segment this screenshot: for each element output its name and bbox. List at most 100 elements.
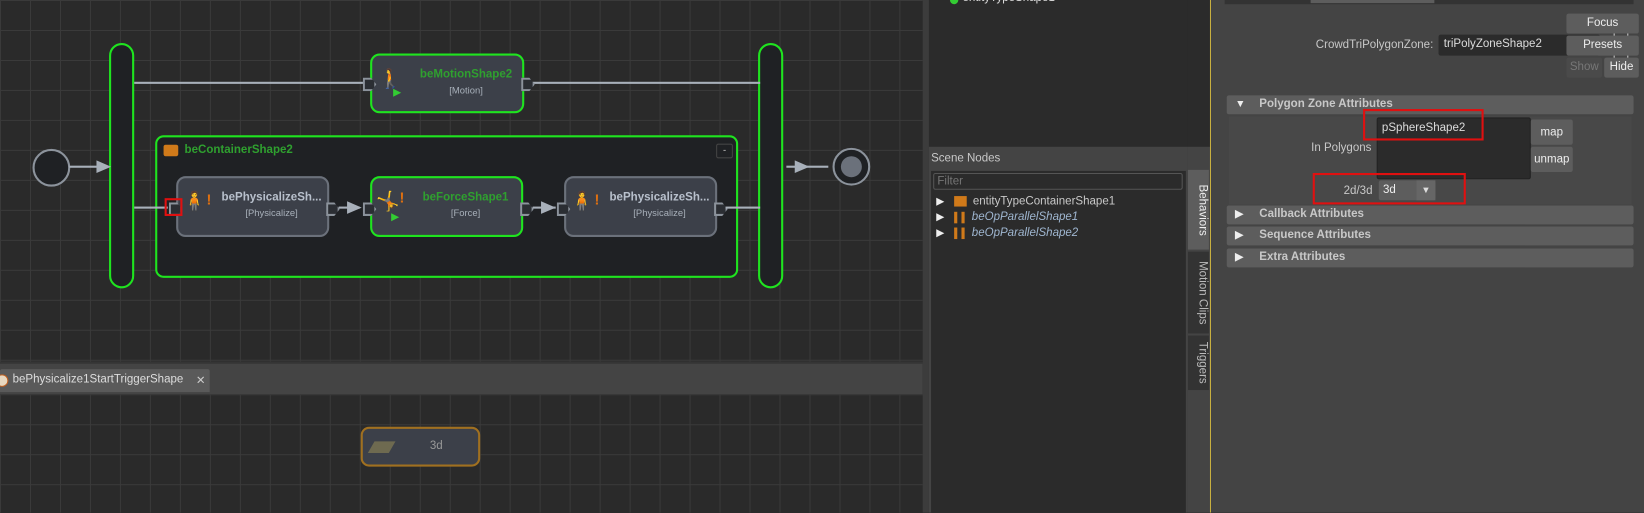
close-icon[interactable]: ✕ [195,374,206,387]
expand-icon: ▶ [1235,251,1244,264]
mode-label: 2d/3d [1343,184,1373,198]
physicalize-node[interactable]: 🧍 ! bePhysicalizeSh... [Physicalize] [176,176,330,237]
physicalize-icon: 🧍 [182,190,206,212]
start-node[interactable] [32,148,71,187]
unmap-button[interactable]: unmap [1530,146,1573,172]
section-sequence[interactable]: ▶ Sequence Attributes [1226,226,1634,246]
output-port[interactable] [714,202,728,216]
motion-node[interactable]: 🚶 ▶ beMotionShape2 [Motion] [370,53,525,114]
node-title: beForceShape1 [422,190,509,204]
scene-nodes-panel: Scene Nodes [928,146,1188,513]
arrow [96,160,112,174]
play-icon: ▶ [393,87,402,99]
force-node[interactable]: 🤸 ! ▶ beForceShape1 [Force] [370,176,524,237]
output-port[interactable] [521,77,535,92]
trigger-tab[interactable]: bePhysicalize1StartTriggerShape ✕ [0,369,210,393]
tab-behaviors[interactable]: Behaviors [1187,169,1209,250]
entity-icon [949,0,959,5]
outliner-panel: entityTypeShape1 [928,0,1188,147]
parallel-end-bar[interactable] [758,42,784,289]
expand-icon[interactable]: ▶ [936,196,945,208]
chevron-down-icon: ▼ [1416,180,1436,201]
tree-item[interactable]: ▶ beOpParallelShape2 [936,226,1078,242]
collapse-icon: ▼ [1235,98,1246,111]
force-icon: 🤸 [376,190,400,212]
node-title: bePhysicalizeSh... [609,190,710,204]
outliner-item[interactable]: entityTypeShape1 [963,0,1055,4]
filter-input[interactable] [933,173,1183,190]
container-title: beContainerShape2 [184,143,293,157]
section-extra[interactable]: ▶ Extra Attributes [1226,248,1634,268]
node-type: [Physicalize] [245,207,298,219]
panel-divider[interactable] [922,0,929,513]
expand-icon[interactable]: ▶ [936,211,945,224]
expand-icon: ▶ [1235,229,1244,242]
tab-motion-clips[interactable]: Motion Clips [1187,251,1209,334]
arrow [541,201,556,214]
input-port[interactable] [362,77,377,92]
node-type: [Force] [450,207,481,219]
map-button[interactable]: map [1530,119,1573,145]
node-title: bePhysicalizeSh... [221,190,322,204]
physicalize-node[interactable]: 🧍 ! bePhysicalizeSh... [Physicalize] [564,176,718,237]
in-polygons-list[interactable]: pSphereShape2 [1376,117,1531,180]
parallel-begin-bar[interactable] [109,42,135,289]
input-port[interactable] [556,202,571,216]
node-title: beMotionShape2 [419,68,513,81]
expand-icon[interactable]: ▶ [936,227,945,240]
focus-button[interactable]: Focus [1566,13,1639,34]
end-node-core [840,156,862,178]
input-port[interactable] [362,202,377,216]
in-polygons-label: In Polygons [1311,141,1372,155]
trigger-node[interactable]: 3d [360,426,481,467]
output-port[interactable] [520,202,534,216]
wire [725,206,761,209]
scene-nodes-header: Scene Nodes [931,152,1001,165]
panel-border [1209,0,1212,513]
end-node[interactable] [832,147,871,186]
collapse-button[interactable]: - [716,143,733,159]
node-type-label: CrowdTriPolygonZone: [1315,38,1434,52]
highlight-box [1363,109,1484,141]
editor-tab-active[interactable] [1310,0,1435,4]
arrow [794,160,810,174]
parallel-icon [953,211,965,223]
node-type: [Physicalize] [633,207,686,219]
section-polygon-zone[interactable]: ▼ Polygon Zone Attributes [1226,95,1634,115]
highlight-box [164,198,183,216]
arrow [347,201,362,214]
tree-item-label: entityTypeContainerShape1 [972,195,1116,208]
presets-button[interactable]: Presets [1566,35,1639,56]
warning-icon: ! [594,190,600,208]
mode-dropdown[interactable]: 3d ▼ [1378,180,1436,201]
polygon-list-item[interactable]: pSphereShape2 [1381,121,1466,135]
physicalize-icon: 🧍 [570,190,594,212]
folder-icon [953,196,967,207]
tab-triggers[interactable]: Triggers [1187,335,1209,391]
folder-icon [163,144,179,157]
tab-label: bePhysicalize1StartTriggerShape [12,373,184,386]
mode-value: 3d [1382,183,1396,197]
expand-icon: ▶ [1235,208,1244,221]
hide-button[interactable]: Hide [1604,57,1639,78]
wire [134,206,168,209]
tree-item-label: beOpParallelShape1 [971,210,1079,224]
section-callback[interactable]: ▶ Callback Attributes [1226,205,1634,225]
warning-icon: ! [399,188,405,206]
trigger-icon [0,374,9,387]
output-port[interactable] [326,202,340,216]
tree-item[interactable]: ▶ entityTypeContainerShape1 [936,195,1115,211]
show-button[interactable]: Show [1566,57,1603,78]
wire [529,81,761,84]
walk-icon: 🚶 [378,68,403,90]
scene-nodes-list [931,170,1186,513]
node-name-field[interactable]: triPolyZoneShape2 [1438,34,1601,56]
play-icon: ▶ [391,211,400,224]
parallel-icon [953,227,965,239]
node-type: [Motion] [449,84,483,96]
trigger-node-label: 3d [429,439,443,452]
tree-item[interactable]: ▶ beOpParallelShape1 [936,211,1078,227]
grid-plane-icon [367,441,396,453]
wire [134,81,367,84]
warning-icon: ! [206,190,212,208]
